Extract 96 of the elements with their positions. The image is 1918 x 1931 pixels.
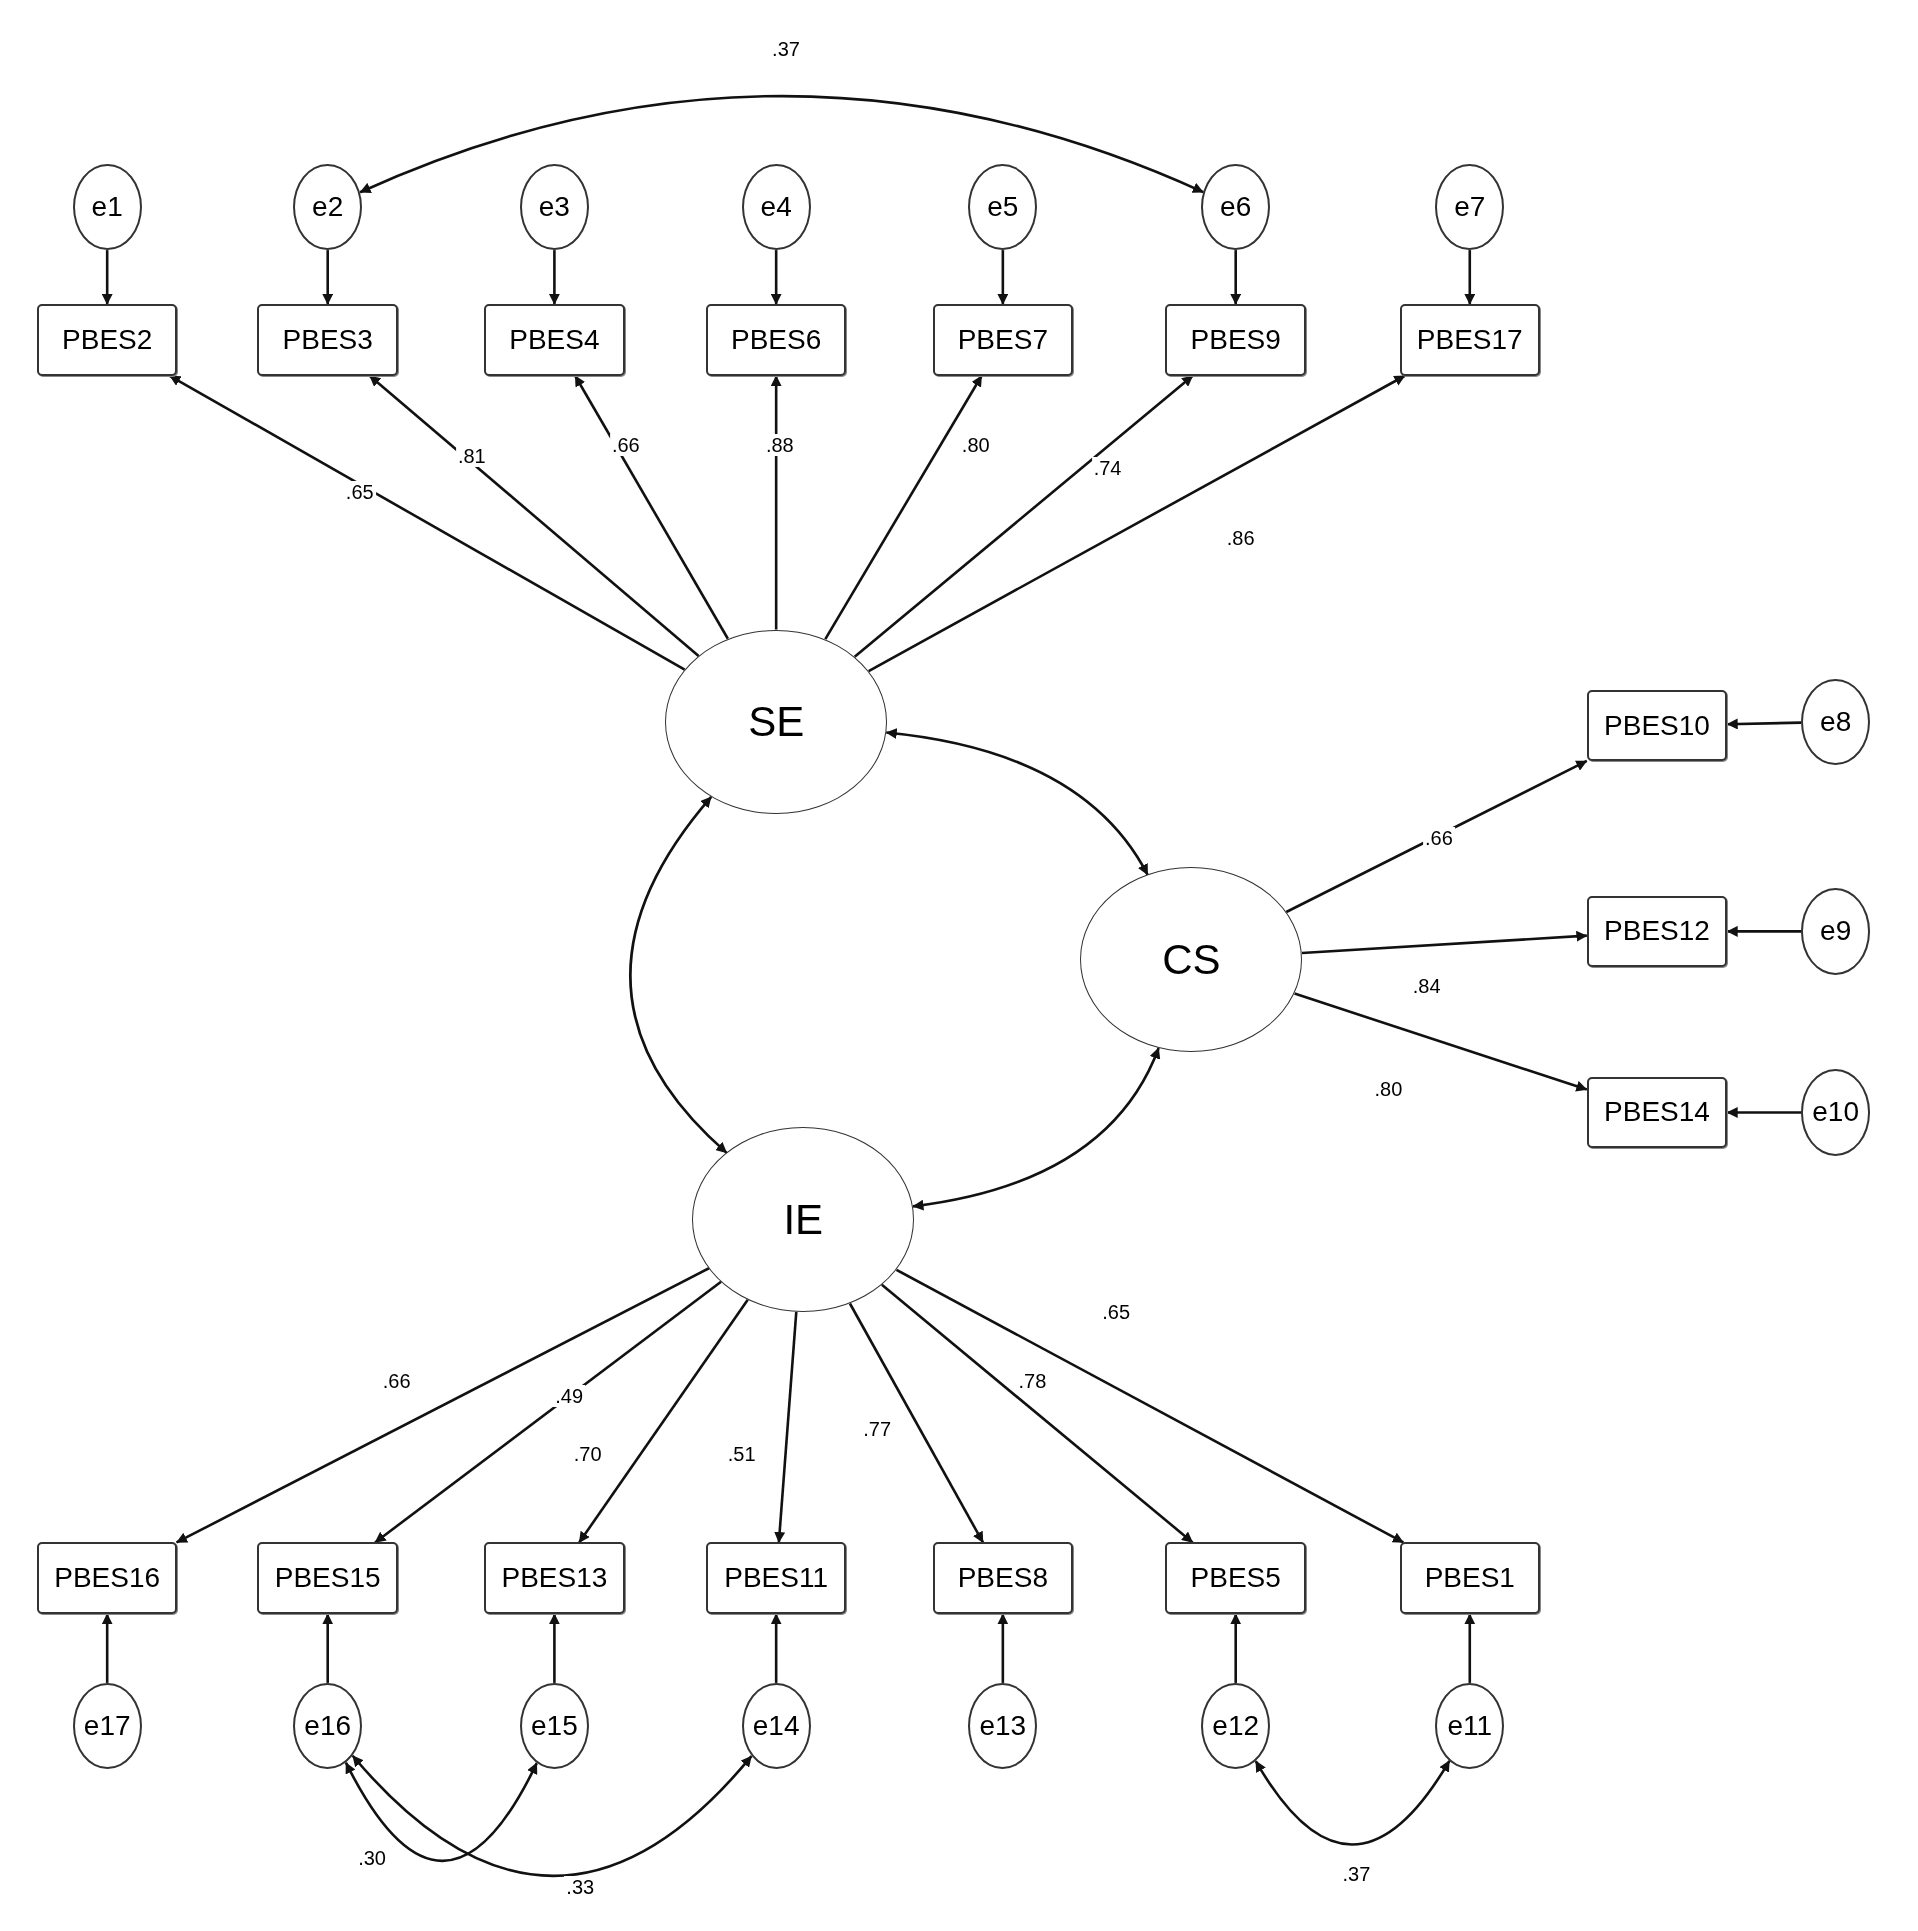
- variable-label: PBES10: [1604, 709, 1710, 742]
- observed-variable-box: [1165, 1542, 1306, 1614]
- error-term-label: e12: [1212, 1710, 1260, 1742]
- variable-label: PBES11: [724, 1562, 829, 1595]
- edge-label: .66: [609, 433, 642, 456]
- variable-label: PBES12: [1604, 915, 1710, 948]
- observed-variable-box: [257, 304, 398, 376]
- observed-variable-box: [36, 1542, 178, 1614]
- path-arrow: [1230, 1613, 1242, 1683]
- path-arrow: [997, 1613, 1009, 1683]
- error-term-label: e16: [304, 1710, 352, 1742]
- latent-variable-label: IE: [783, 1195, 824, 1244]
- error-term-label: e9: [1820, 915, 1852, 948]
- error-term-label: e13: [979, 1710, 1027, 1742]
- path-arrow: [770, 250, 782, 305]
- path-arrow: [774, 1311, 798, 1543]
- path-arrow: [997, 250, 1009, 305]
- variable-label: PBES16: [54, 1562, 161, 1595]
- path-arrow: [1464, 250, 1476, 305]
- variable-label: PBES1: [1424, 1562, 1515, 1595]
- path-arrow: [1726, 925, 1802, 937]
- correlation-arrow: [912, 1047, 1160, 1211]
- correlation-arrow: [629, 796, 728, 1154]
- correlation-arrow: [351, 1754, 753, 1878]
- observed-variable-box: [1399, 1542, 1540, 1614]
- error-term-label: e14: [752, 1710, 800, 1742]
- observed-variable-box: [257, 1542, 398, 1614]
- path-arrow: [169, 374, 686, 671]
- variable-label: PBES7: [957, 324, 1048, 356]
- error-term-label: e4: [760, 190, 792, 223]
- variable-label: PBES8: [957, 1562, 1048, 1595]
- path-arrow: [368, 374, 700, 657]
- path-arrow: [1301, 930, 1588, 955]
- path-arrow: [881, 1283, 1194, 1544]
- path-arrow: [1726, 718, 1802, 730]
- latent-variable-label: CS: [1162, 935, 1221, 984]
- correlation-arrow: [359, 94, 1204, 194]
- path-arrow: [175, 1267, 710, 1544]
- observed-variable-box: [36, 304, 178, 376]
- edge-label: .81: [455, 444, 488, 467]
- path-arrow: [322, 250, 334, 305]
- path-arrow: [848, 1302, 985, 1544]
- error-term-label: e6: [1220, 190, 1252, 223]
- observed-variable-box: [932, 1542, 1074, 1614]
- observed-variable-box: [484, 304, 625, 376]
- observed-variable-box: [705, 304, 847, 376]
- variable-label: PBES3: [282, 324, 373, 356]
- path-arrow: [101, 1613, 113, 1683]
- observed-variable-box: [705, 1542, 847, 1614]
- path-arrow: [824, 375, 983, 640]
- variable-label: PBES5: [1190, 1562, 1281, 1595]
- error-term-label: e5: [987, 190, 1019, 223]
- variable-label: PBES9: [1190, 324, 1281, 356]
- observed-variable-box: [932, 304, 1074, 376]
- observed-variable-box: [1399, 304, 1540, 376]
- observed-variable-box: [1586, 689, 1728, 762]
- path-arrow: [374, 1280, 722, 1544]
- variable-label: PBES17: [1416, 324, 1523, 356]
- path-arrow: [770, 1613, 782, 1683]
- error-term-label: e3: [538, 190, 570, 223]
- path-arrow: [770, 375, 782, 630]
- variable-label: PBES2: [62, 324, 153, 356]
- variable-label: PBES6: [731, 324, 822, 356]
- observed-variable-box: [1165, 304, 1306, 376]
- observed-variable-box: [1586, 1076, 1728, 1149]
- path-arrow: [853, 374, 1194, 658]
- edge-label: .49: [553, 1384, 586, 1407]
- variable-label: PBES15: [274, 1562, 381, 1595]
- error-term-label: e15: [531, 1710, 578, 1742]
- correlation-arrow: [885, 728, 1149, 876]
- path-arrow: [868, 374, 1406, 673]
- observed-variable-box: [484, 1542, 625, 1614]
- path-arrow: [578, 1298, 749, 1544]
- error-term-label: e1: [91, 190, 123, 223]
- path-arrow: [548, 250, 560, 305]
- variable-label: PBES14: [1604, 1096, 1710, 1129]
- latent-variable-label: SE: [748, 697, 805, 746]
- error-term-label: e7: [1454, 190, 1486, 223]
- error-term-label: e8: [1820, 705, 1852, 738]
- path-arrow: [322, 1613, 334, 1683]
- correlation-arrow: [1254, 1760, 1451, 1846]
- path-arrow: [1464, 1613, 1476, 1683]
- variable-label: PBES4: [509, 324, 600, 356]
- path-arrow: [574, 375, 729, 640]
- error-term-label: e17: [83, 1710, 131, 1742]
- path-arrow: [1294, 992, 1588, 1092]
- path-arrow: [101, 250, 113, 305]
- error-term-label: e10: [1812, 1096, 1859, 1129]
- variable-label: PBES13: [501, 1562, 608, 1595]
- path-arrow: [548, 1613, 560, 1683]
- error-term-label: e11: [1447, 1710, 1493, 1742]
- observed-variable-box: [1586, 895, 1728, 968]
- path-arrow: [1726, 1107, 1802, 1118]
- error-term-label: e2: [312, 190, 344, 223]
- path-arrow: [1230, 250, 1242, 305]
- correlation-arrow: [344, 1762, 538, 1863]
